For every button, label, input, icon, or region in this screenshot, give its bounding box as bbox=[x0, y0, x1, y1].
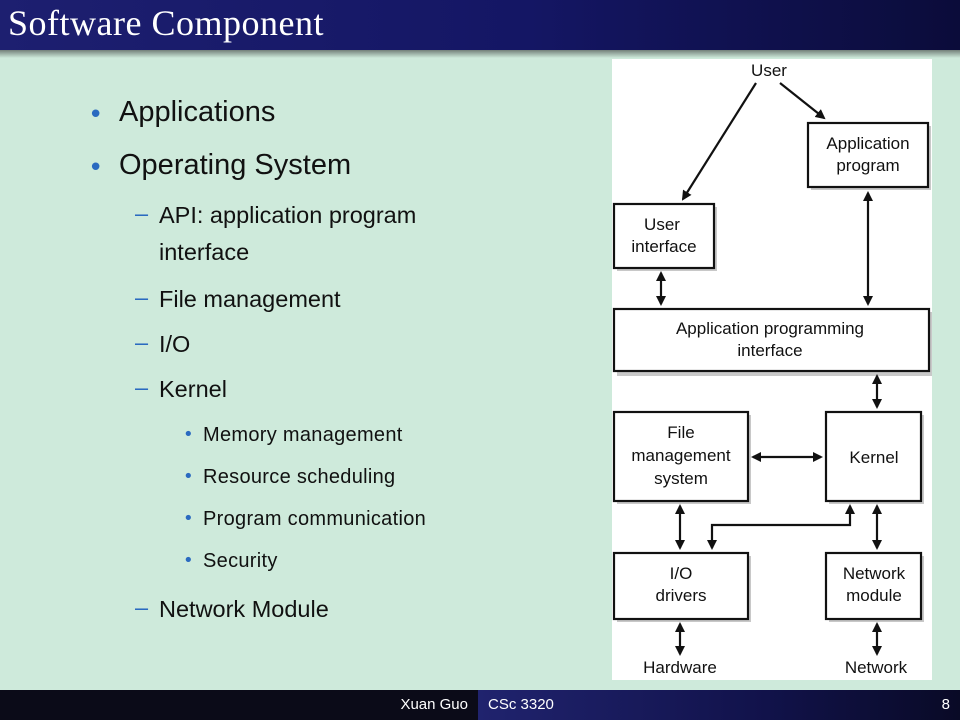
kernel-label: Kernel bbox=[849, 448, 898, 467]
bullet-memory-management: Memory management bbox=[203, 424, 403, 446]
io-drivers-label-2: drivers bbox=[655, 586, 706, 605]
io-drivers-box bbox=[612, 551, 750, 621]
user-to-ui-arrow bbox=[681, 82, 757, 201]
diagram-svg: User Application program User interface … bbox=[612, 61, 932, 677]
network-module-box bbox=[824, 551, 923, 621]
api-label-1: Application programming bbox=[676, 319, 864, 338]
footer-author-text: Xuan Guo bbox=[400, 696, 468, 713]
bullet-network-module: Network Module bbox=[159, 596, 329, 622]
application-program-label-1: Application bbox=[826, 134, 909, 153]
bullet-program-communication: Program communication bbox=[203, 508, 427, 530]
footer-page-number: 8 bbox=[941, 696, 950, 713]
api-label-2: interface bbox=[737, 341, 802, 360]
hardware-label: Hardware bbox=[643, 658, 717, 677]
user-interface-label-2: interface bbox=[631, 237, 696, 256]
bullet-dot: • bbox=[88, 153, 104, 183]
network-module-label-1: Network bbox=[843, 564, 906, 583]
dash-marker: – bbox=[135, 594, 149, 620]
dash-marker: – bbox=[135, 329, 149, 355]
user-interface-box bbox=[612, 202, 716, 270]
bullet-kernel: Kernel bbox=[159, 376, 227, 402]
bullet-dot: • bbox=[88, 100, 104, 130]
bullet-file-management: File management bbox=[159, 286, 341, 312]
bullet-security: Security bbox=[203, 550, 278, 572]
user-to-app-arrow bbox=[779, 82, 826, 120]
title-bar: Software Component bbox=[0, 0, 960, 58]
bullet-applications: Applications bbox=[119, 96, 276, 128]
file-management-box bbox=[612, 410, 750, 503]
bullet-resource-scheduling: Resource scheduling bbox=[203, 466, 396, 488]
network-label: Network bbox=[845, 658, 908, 677]
application-program-box bbox=[806, 121, 930, 189]
dash-marker: – bbox=[135, 284, 149, 310]
bullet-dot: • bbox=[183, 508, 194, 529]
bullet-dot: • bbox=[183, 424, 194, 445]
bullet-api-line1: API: application program bbox=[159, 202, 417, 228]
file-management-label-3: system bbox=[654, 469, 708, 488]
bullet-api-line2: interface bbox=[159, 239, 250, 265]
footer-course-bar: CSc 3320 8 bbox=[478, 690, 960, 720]
bullet-io: I/O bbox=[159, 331, 191, 357]
io-drivers-label-1: I/O bbox=[670, 564, 693, 583]
bullet-operating-system: Operating System bbox=[119, 149, 352, 181]
title-bar-shadow bbox=[0, 50, 960, 58]
user-label: User bbox=[751, 61, 787, 80]
footer-course: CSc 3320 bbox=[488, 696, 554, 713]
api-box bbox=[612, 307, 931, 373]
os-architecture-diagram: User Application program User interface … bbox=[612, 59, 932, 680]
user-interface-label-1: User bbox=[644, 215, 680, 234]
kernel-io-arrow bbox=[707, 504, 855, 550]
slide-title: Software Component bbox=[8, 3, 324, 43]
dash-marker: – bbox=[135, 374, 149, 400]
file-management-label-1: File bbox=[667, 423, 694, 442]
footer-author: Xuan Guo bbox=[0, 690, 476, 720]
bullet-dot: • bbox=[183, 550, 194, 571]
file-management-label-2: management bbox=[631, 446, 731, 465]
application-program-label-2: program bbox=[836, 156, 899, 175]
dash-marker: – bbox=[135, 200, 149, 226]
bullet-dot: • bbox=[183, 466, 194, 487]
kernel-box bbox=[824, 410, 923, 503]
network-module-label-2: module bbox=[846, 586, 902, 605]
